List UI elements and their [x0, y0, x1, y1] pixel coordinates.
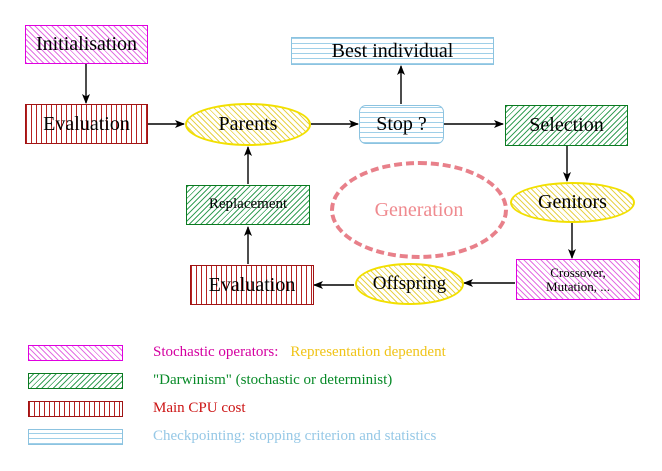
node-generation-label: Generation — [374, 198, 464, 221]
legend-swatch-red-vertical-hatch — [28, 400, 123, 417]
legend-swatch-magenta-diagonal-hatch — [28, 344, 123, 361]
node-offspring-label: Offspring — [372, 273, 447, 295]
legend-row-checkpointing: Checkpointing: stopping criterion and st… — [28, 428, 436, 445]
legend-row-darwinism: "Darwinism" (stochastic or determinist) — [28, 372, 392, 389]
node-generation-group: Generation — [330, 161, 508, 259]
node-offspring[interactable]: Offspring — [355, 263, 464, 305]
node-replacement-label: Replacement — [208, 196, 288, 213]
node-best-individual[interactable]: Best individual — [291, 37, 494, 65]
node-evaluation-bottom[interactable]: Evaluation — [190, 265, 314, 305]
node-genitors[interactable]: Genitors — [510, 182, 635, 223]
node-selection-label: Selection — [529, 114, 604, 136]
node-evaluation-bottom-label: Evaluation — [208, 273, 296, 296]
legend-label-main-cpu-cost: Main CPU cost — [153, 400, 246, 416]
legend-row-stochastic: Stochastic operators: Representation dep… — [28, 344, 446, 361]
node-stop[interactable]: Stop ? — [359, 105, 444, 144]
legend-label-checkpointing: Checkpointing: stopping criterion and st… — [153, 428, 437, 444]
node-genitors-label: Genitors — [538, 191, 607, 213]
node-best-individual-label: Best individual — [331, 39, 454, 62]
node-crossover-mutation[interactable]: Crossover, Mutation, ... — [516, 259, 640, 300]
legend-label-stochastic-operators: Stochastic operators: — [153, 344, 279, 360]
node-evaluation-top-label: Evaluation — [43, 112, 130, 135]
node-initialisation-label: Initialisation — [35, 33, 138, 55]
legend-swatch-blue-horizontal-hatch — [28, 428, 123, 445]
node-selection[interactable]: Selection — [505, 105, 628, 146]
node-initialisation[interactable]: Initialisation — [25, 25, 148, 64]
node-crossover-label-line2: Mutation, ... — [546, 278, 610, 294]
legend-row-cpu-cost: Main CPU cost — [28, 400, 246, 417]
legend-label-darwinism: "Darwinism" (stochastic or determinist) — [153, 372, 393, 388]
node-parents-label: Parents — [218, 113, 278, 135]
node-replacement[interactable]: Replacement — [186, 185, 310, 225]
node-stop-label: Stop ? — [376, 113, 427, 135]
legend-label-representation-dependent: Representation dependent — [290, 344, 446, 360]
node-evaluation-top[interactable]: Evaluation — [25, 104, 148, 144]
node-parents[interactable]: Parents — [185, 103, 311, 146]
legend-swatch-green-diagonal-hatch — [28, 372, 123, 389]
node-crossover-label-line1: Crossover, — [550, 264, 606, 280]
